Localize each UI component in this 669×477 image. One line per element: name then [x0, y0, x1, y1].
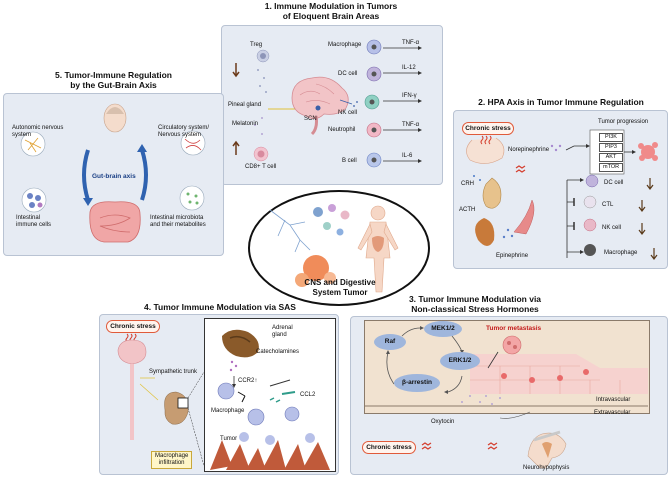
p4-sympathetic: Sympathetic trunk: [149, 369, 198, 375]
p1-cell-0: Macrophage: [328, 42, 362, 48]
p2-immune-3: Macrophage: [604, 250, 638, 256]
p1-cytokine-1: IL-12: [402, 65, 416, 71]
p2-epinephrine: Epinephrine: [496, 253, 529, 259]
center-oval: [248, 190, 430, 306]
p4-ccl2: CCL2: [300, 392, 316, 398]
p3-oxytocin: Oxytocin: [431, 419, 455, 425]
treg-label: Treg: [250, 42, 263, 48]
panel2-title: 2. HPA Axis in Tumor Immune Regulation: [478, 97, 644, 107]
p3-intravascular: Intravascular: [596, 397, 631, 403]
p1-cytokine-4: IL-6: [402, 153, 413, 159]
p3-arrestin: β-arrestin: [394, 374, 440, 392]
p2-immune-1: CTL: [602, 202, 614, 208]
p3-chronic-stress: Chronic stress: [362, 441, 416, 454]
p2-norepinephrine: Norepinephrine: [508, 147, 550, 153]
p2-immune-2: NK cell: [602, 225, 622, 231]
p3-neurohypophysis: Neurohypophysis: [523, 465, 570, 471]
panel4-title: 4. Tumor Immune Modulation via SAS: [144, 302, 296, 312]
cd8-label: CD8+ T cell: [245, 164, 277, 170]
p2-pathway-3: mTOR: [599, 163, 623, 172]
pineal-label: Pineal gland: [228, 102, 262, 108]
p3-raf: Raf: [374, 334, 406, 350]
axis-label: Gut-brain axis: [92, 173, 136, 180]
p2-chronic-stress: Chronic stress: [462, 122, 514, 135]
p2-pathway-1: PIP3: [599, 143, 623, 152]
p1-cytokine-0: TNF-α: [402, 40, 420, 46]
p3-erk: ERK1/2: [440, 352, 480, 370]
p2-immune-0: DC cell: [604, 180, 624, 186]
p2-pathway-0: PI3K: [599, 133, 623, 142]
p3-metastasis: Tumor metastasis: [486, 325, 542, 332]
p4-tumor: Tumor: [220, 436, 238, 442]
p1-cytokine-3: TNF-α: [402, 122, 420, 128]
p4-chronic-stress: Chronic stress: [106, 320, 160, 333]
p1-cell-4: B cell: [342, 158, 357, 164]
melatonin-label: Melatonin: [232, 121, 259, 127]
circ-label: Circulatory system/Nervous system: [158, 125, 210, 138]
p4-macrophage: Macrophage: [211, 408, 245, 414]
scn-label: SCN: [304, 116, 317, 122]
p2-tumor-progression: Tumor progression: [598, 119, 649, 125]
p3-extravascular: Extravascular: [594, 410, 631, 416]
p2-pathway-2: AKT: [599, 153, 623, 162]
p3-mek: MEK1/2: [424, 321, 462, 337]
p1-cytokine-2: IFN-γ: [402, 93, 417, 99]
p4-ccr2: CCR2↑: [238, 378, 258, 384]
p1-cell-2: NK cell: [338, 110, 358, 116]
p1-cell-1: DC cell: [338, 71, 358, 77]
p1-cell-3: Neutrophil: [328, 127, 356, 133]
p4-catecholamines: Catecholamines: [256, 349, 300, 355]
p2-crh: CRH: [461, 181, 474, 187]
p2-acth: ACTH: [459, 207, 476, 213]
